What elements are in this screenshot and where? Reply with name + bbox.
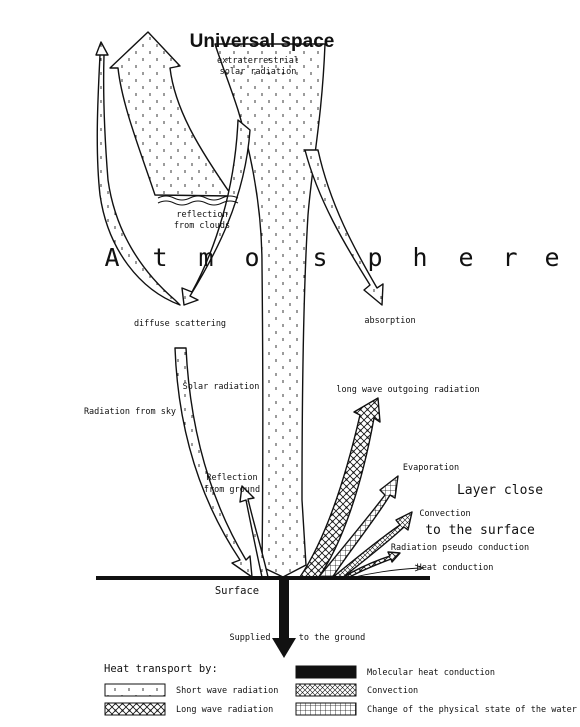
legend-swatch-molecular: [296, 666, 356, 678]
atmosphere-letter: o: [244, 243, 259, 272]
to-the-ground-label: to the ground: [299, 633, 366, 643]
legend-swatch-short-wave: [105, 684, 165, 696]
legend-swatch-convection: [296, 684, 356, 696]
legend-label-phase-change: Change of the physical state of the wate…: [367, 705, 577, 715]
atmosphere-letter: r: [502, 243, 517, 272]
atmosphere-letter: e: [544, 243, 559, 272]
atmosphere-letter: A: [104, 243, 119, 272]
absorption-arrow: [305, 150, 383, 305]
solar-radiation-column: [215, 44, 325, 577]
heat-conduction-label: Heat conduction: [417, 563, 494, 573]
reflection-ground-label-1: Reflection: [206, 473, 257, 483]
ground-conduction-shaft: [279, 580, 289, 642]
long-wave-outgoing-label: long wave outgoing radiation: [336, 385, 479, 395]
extraterrestrial-label-2: solar radiation: [220, 67, 297, 77]
legend-label-short-wave: Short wave radiation: [176, 686, 278, 696]
legend: Heat transport by: Short wave radiation …: [104, 663, 577, 715]
diagram-title: Universal space: [190, 31, 335, 52]
surface-label: Surface: [215, 585, 259, 597]
atmosphere-letter: p: [367, 243, 382, 272]
layer-close-label-1: Layer close: [457, 483, 543, 498]
pseudo-conduction-label: Radiation pseudo conduction: [391, 543, 529, 553]
layer-close-label-2: to the surface: [425, 523, 535, 538]
surface-line: [96, 576, 430, 580]
legend-swatch-long-wave: [105, 703, 165, 715]
diffuse-scattering-label: diffuse scattering: [134, 319, 226, 329]
atmosphere-letter: h: [412, 243, 427, 272]
atmosphere-letter: e: [458, 243, 473, 272]
cloud-reflection-arrow: [110, 32, 232, 196]
solar-radiation-label: Solar radiation: [183, 382, 260, 392]
legend-label-long-wave: Long wave radiation: [176, 705, 273, 715]
legend-label-molecular: Molecular heat conduction: [367, 668, 495, 678]
reflection-ground-label-2: from ground: [204, 485, 260, 495]
legend-heading: Heat transport by:: [104, 663, 218, 675]
reflection-clouds-label-2: from clouds: [174, 221, 230, 231]
ground-conduction-head: [272, 638, 296, 658]
legend-label-convection: Convection: [367, 686, 418, 696]
atmosphere-letter: m: [198, 243, 213, 272]
evaporation-label: Evaporation: [403, 463, 459, 473]
extraterrestrial-label-1: extraterrestrial: [217, 56, 299, 66]
convection-label: Convection: [419, 509, 470, 519]
atmosphere-letter: s: [312, 243, 327, 272]
reflection-clouds-label-1: reflection: [176, 210, 227, 220]
radiation-from-sky-label: Radiation from sky: [84, 407, 176, 417]
atmosphere-letter: t: [152, 243, 167, 272]
legend-swatch-phase-change: [296, 703, 356, 715]
supplied-label: Supplied: [230, 633, 271, 643]
absorption-label: absorption: [364, 316, 415, 326]
